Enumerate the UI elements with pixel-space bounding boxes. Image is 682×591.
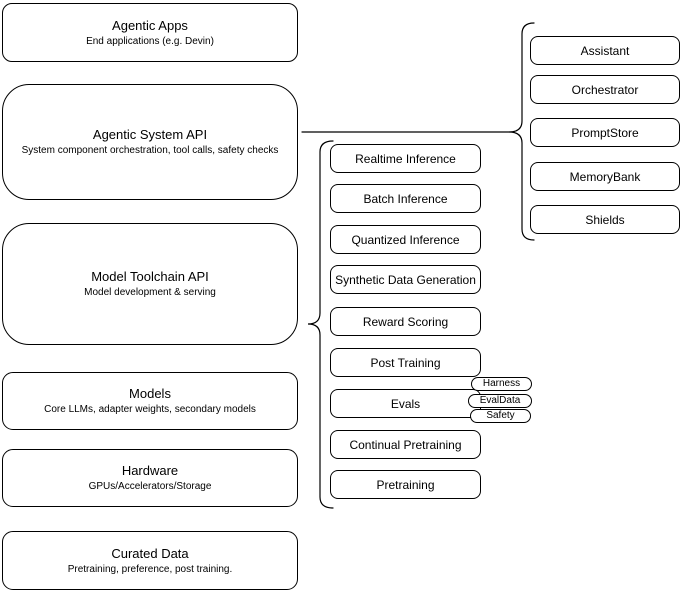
toolchain-item-evals: Evals — [330, 389, 481, 418]
toolchain-item-batch-inference: Batch Inference — [330, 184, 481, 213]
layer-title: Curated Data — [111, 545, 189, 561]
layer-subtitle: GPUs/Accelerators/Storage — [88, 481, 212, 492]
layer-subtitle: Core LLMs, adapter weights, secondary mo… — [44, 404, 256, 415]
layer-agentic-apps: Agentic Apps End applications (e.g. Devi… — [2, 3, 298, 62]
layer-curated-data: Curated Data Pretraining, preference, po… — [2, 531, 298, 590]
layer-model-toolchain-api: Model Toolchain API Model development & … — [2, 223, 298, 345]
layer-subtitle: Pretraining, preference, post training. — [67, 563, 233, 575]
evals-tag-evaldata: EvalData — [468, 394, 532, 408]
component-promptstore: PromptStore — [530, 118, 680, 147]
component-assistant: Assistant — [530, 36, 680, 65]
toolchain-item-realtime-inference: Realtime Inference — [330, 144, 481, 173]
layer-hardware: Hardware GPUs/Accelerators/Storage — [2, 449, 298, 507]
layer-title: Models — [129, 386, 171, 401]
toolchain-item-reward-scoring: Reward Scoring — [330, 307, 481, 336]
layer-title: Model Toolchain API — [91, 269, 209, 284]
layer-agentic-system-api: Agentic System API System component orch… — [2, 84, 298, 200]
toolchain-item-pretraining: Pretraining — [330, 470, 481, 499]
layer-title: Agentic System API — [92, 127, 208, 142]
layer-subtitle: System component orchestration, tool cal… — [21, 145, 279, 156]
component-shields: Shields — [530, 205, 680, 234]
toolchain-item-synthetic-data-generation: Synthetic Data Generation — [330, 265, 481, 294]
toolchain-item-post-training: Post Training — [330, 348, 481, 377]
evals-tag-harness: Harness — [471, 377, 532, 391]
evals-tag-safety: Safety — [470, 409, 531, 423]
layer-subtitle: End applications (e.g. Devin) — [86, 35, 214, 47]
component-memorybank: MemoryBank — [530, 162, 680, 191]
layer-title: Hardware — [121, 463, 179, 478]
component-orchestrator: Orchestrator — [530, 75, 680, 104]
layer-models: Models Core LLMs, adapter weights, secon… — [2, 372, 298, 430]
toolchain-item-continual-pretraining: Continual Pretraining — [330, 430, 481, 459]
layer-title: Agentic Apps — [112, 17, 188, 33]
toolchain-item-quantized-inference: Quantized Inference — [330, 225, 481, 254]
layer-subtitle: Model development & serving — [84, 287, 216, 298]
